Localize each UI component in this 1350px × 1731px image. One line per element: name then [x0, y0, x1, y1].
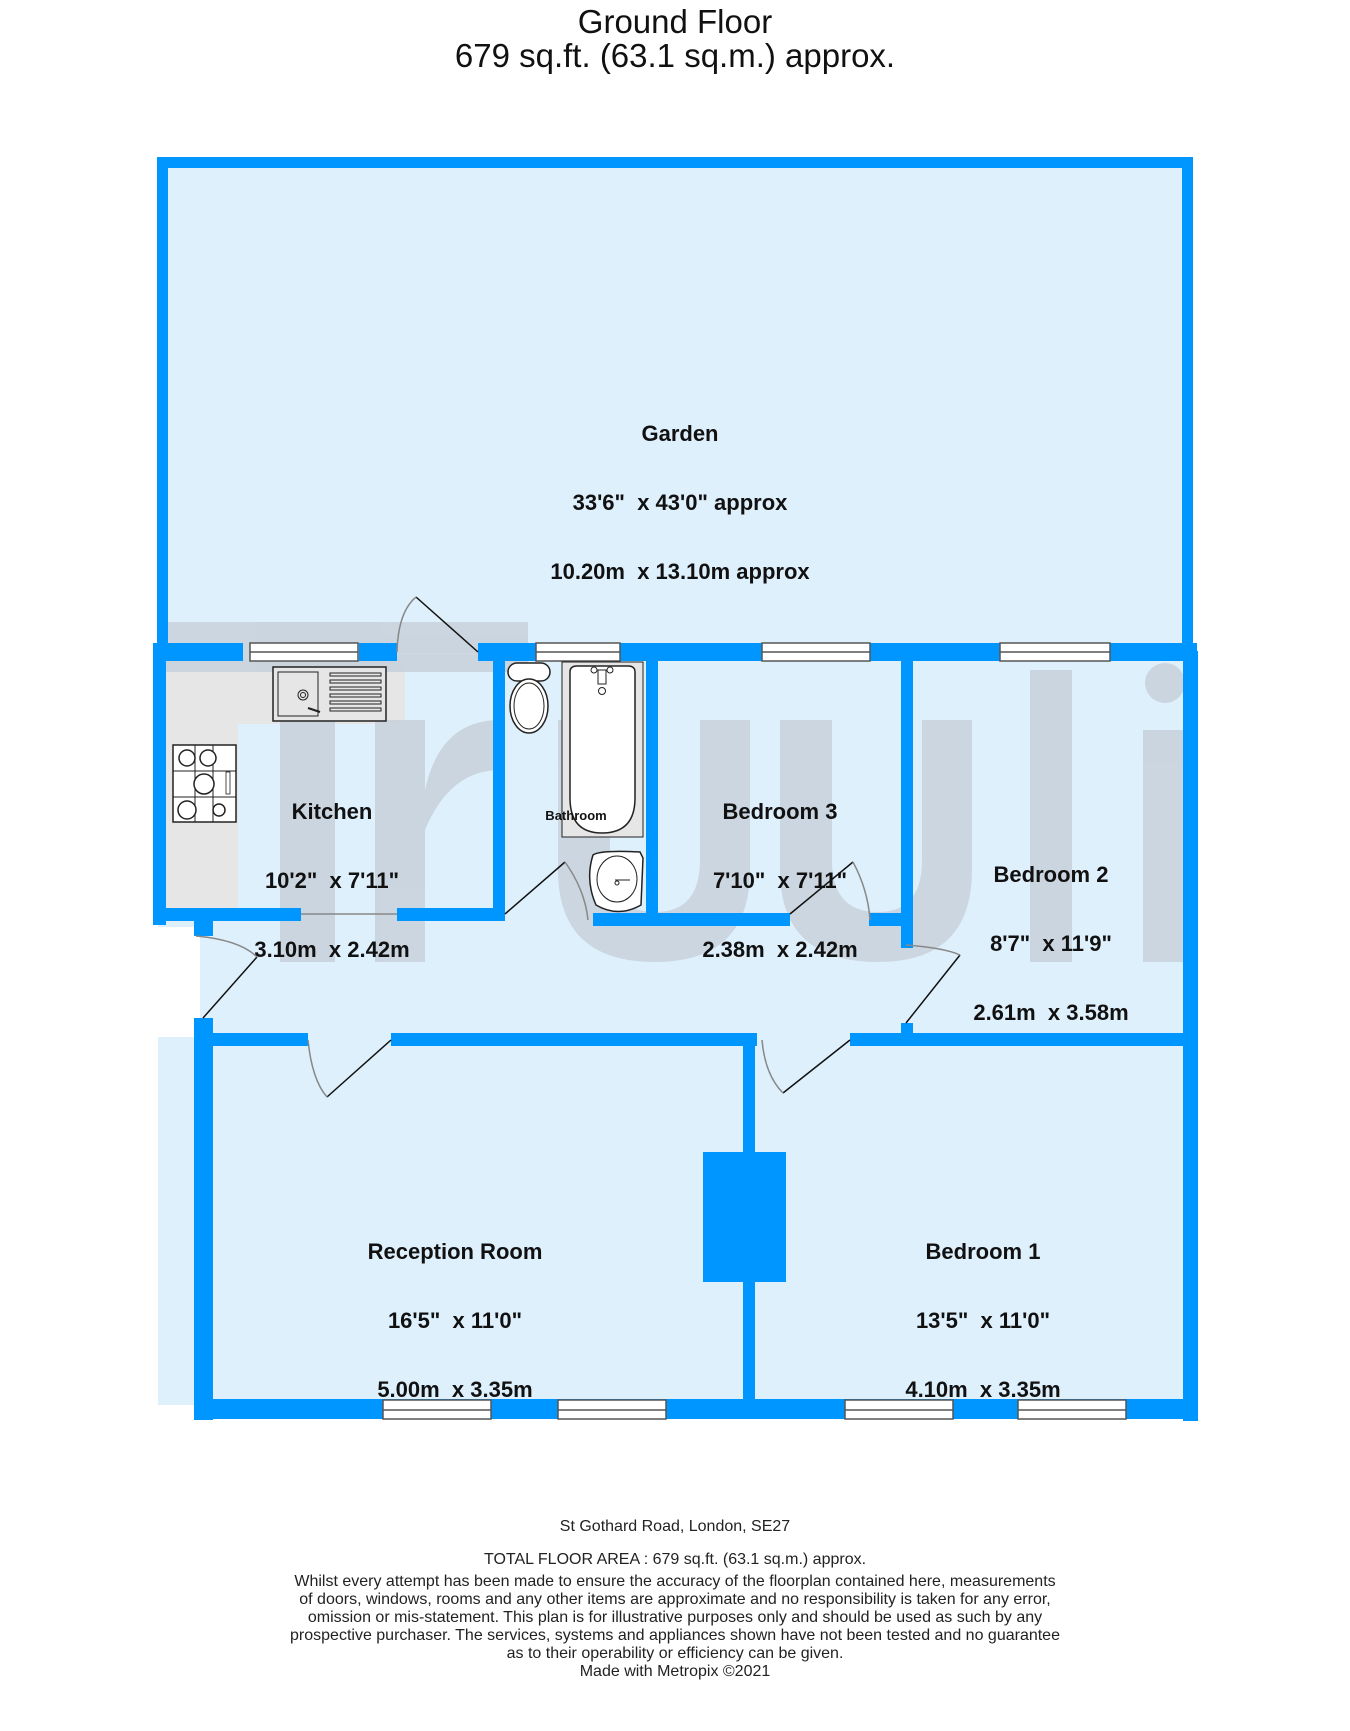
rear-wall-e [870, 643, 1000, 661]
room-label-reception: Reception Room 16'5" x 11'0" 5.00m x 3.3… [368, 1194, 543, 1424]
floor-name: Ground Floor [577, 3, 773, 40]
reception-wall-top-a [194, 1033, 308, 1046]
watermark-letter-r-arc [425, 720, 500, 830]
reception-wall-left [194, 1018, 213, 1420]
bedroom3-wall-bottom [646, 913, 790, 926]
room-label-bathroom: Bathroom [545, 781, 606, 837]
watermark-letter-u2 [780, 720, 972, 962]
disclaimer: Whilst every attempt has been made to en… [0, 1573, 1350, 1681]
room-name: Kitchen [291, 799, 373, 824]
kitchen-wall-bottom-b [397, 908, 500, 921]
rear-wall-c [478, 643, 536, 661]
property-address: St Gothard Road, London, SE27 [559, 1518, 791, 1535]
watermark-letter-i-dot [1145, 663, 1185, 703]
reception-window-2 [557, 1399, 667, 1420]
house-exterior-notch [150, 927, 200, 1037]
room-name: Garden [641, 421, 719, 446]
bathroom-wall-bottom [593, 913, 658, 926]
room-name: Reception Room [367, 1239, 543, 1264]
kitchen-window [249, 642, 359, 662]
bedroom1-door [761, 1039, 851, 1094]
room-dim-imperial: 13'5" x 11'0" [915, 1308, 1051, 1333]
room-dim-imperial: 7'10" x 7'11" [712, 868, 848, 893]
kitchen-bathroom-wall [493, 655, 505, 921]
bedroom3-bedroom2-wall [901, 655, 913, 948]
disclaimer-line: omission or mis-statement. This plan is … [307, 1609, 1043, 1626]
room-label-garden: Garden 33'6" x 43'0" approx 10.20m x 13.… [550, 376, 809, 606]
room-dim-metric: 10.20m x 13.10m approx [550, 559, 810, 584]
floor-area-heading: 679 sq.ft. (63.1 sq.m.) approx. [454, 37, 896, 74]
room-dim-metric: 3.10m x 2.42m [254, 937, 410, 962]
rear-wall-d [620, 643, 762, 661]
metropix-credit: Made with Metropix ©2021 [579, 1663, 771, 1680]
room-dim-imperial: 16'5" x 11'0" [387, 1308, 523, 1333]
bedroom2-window [999, 642, 1111, 662]
reception-door [307, 1039, 392, 1098]
bedroom2-door-stub [901, 1023, 913, 1038]
garden-wall-top [157, 157, 1193, 168]
bedroom1-window-1 [844, 1399, 954, 1420]
front-door [195, 935, 258, 1019]
bathroom-bedroom3-wall [646, 655, 658, 926]
room-dim-imperial: 8'7" x 11'9" [990, 931, 1112, 956]
room-dim-metric: 4.10m x 3.35m [905, 1377, 1061, 1402]
kitchen-wall-top-b [359, 643, 397, 661]
room-dim-metric: 5.00m x 3.35m [377, 1377, 533, 1402]
room-fills [150, 163, 1193, 1405]
room-name: Bedroom 1 [925, 1239, 1041, 1264]
watermark-letter-l [1030, 670, 1072, 962]
doors [195, 596, 961, 1098]
room-name: Bedroom 3 [722, 799, 838, 824]
disclaimer-line: prospective purchaser. The services, sys… [290, 1627, 1060, 1644]
garden-area [163, 163, 1193, 653]
sink-icon [272, 666, 387, 722]
basin-icon [588, 850, 644, 913]
hall-wall-left-stub [194, 908, 213, 936]
watermark-letter-r-stem [375, 720, 425, 962]
bedroom3-window [761, 642, 871, 662]
bedroom1-window-2 [1017, 1399, 1127, 1420]
hob-icon [172, 744, 237, 823]
rear-wall-f [1110, 643, 1197, 661]
room-name: Bathroom [545, 808, 607, 823]
bathroom-window [535, 642, 621, 662]
chimney-breast [703, 1152, 786, 1282]
room-label-bedroom1: Bedroom 1 13'5" x 11'0" 4.10m x 3.35m [905, 1194, 1060, 1424]
toilet-icon [507, 662, 551, 734]
room-label-bedroom3: Bedroom 3 7'10" x 7'11" 2.38m x 2.42m [702, 754, 857, 984]
disclaimer-line: Whilst every attempt has been made to en… [294, 1573, 1056, 1590]
bathroom-door [504, 861, 589, 921]
windows [249, 642, 1127, 1420]
room-label-bedroom2: Bedroom 2 8'7" x 11'9" 2.61m x 3.58m [973, 817, 1128, 1047]
bedroom3-door [789, 861, 871, 921]
disclaimer-line: as to their operability or efficiency ca… [506, 1645, 844, 1662]
bedroom1-wall-top [850, 1033, 1195, 1046]
reception-wall-top-b [391, 1033, 757, 1046]
kitchen-wall-bottom-a [153, 908, 301, 921]
kitchen-wall-left [153, 655, 166, 925]
garden-door [396, 596, 479, 653]
room-dim-imperial: 33'6" x 43'0" approx [572, 490, 788, 515]
watermark [163, 622, 1188, 962]
reception-window-1 [382, 1399, 492, 1420]
kitchen-wall-top-a [153, 643, 243, 661]
room-dim-metric: 2.61m x 3.58m [973, 1000, 1129, 1025]
total-floor-area: TOTAL FLOOR AREA : 679 sq.ft. (63.1 sq.m… [483, 1551, 867, 1568]
disclaimer-line: of doors, windows, rooms and any other i… [299, 1591, 1051, 1608]
garden-wall-right [1182, 157, 1193, 653]
watermark-letter-i-stem [1143, 730, 1188, 962]
room-dim-imperial: 10'2" x 7'11" [264, 868, 400, 893]
room-label-kitchen: Kitchen 10'2" x 7'11" 3.10m x 2.42m [254, 754, 409, 984]
bedroom2-door [905, 944, 961, 1024]
room-name: Bedroom 2 [993, 862, 1109, 887]
bath-icon [561, 661, 644, 838]
room-dim-metric: 2.38m x 2.42m [702, 937, 858, 962]
garden-wall-left [157, 157, 168, 653]
